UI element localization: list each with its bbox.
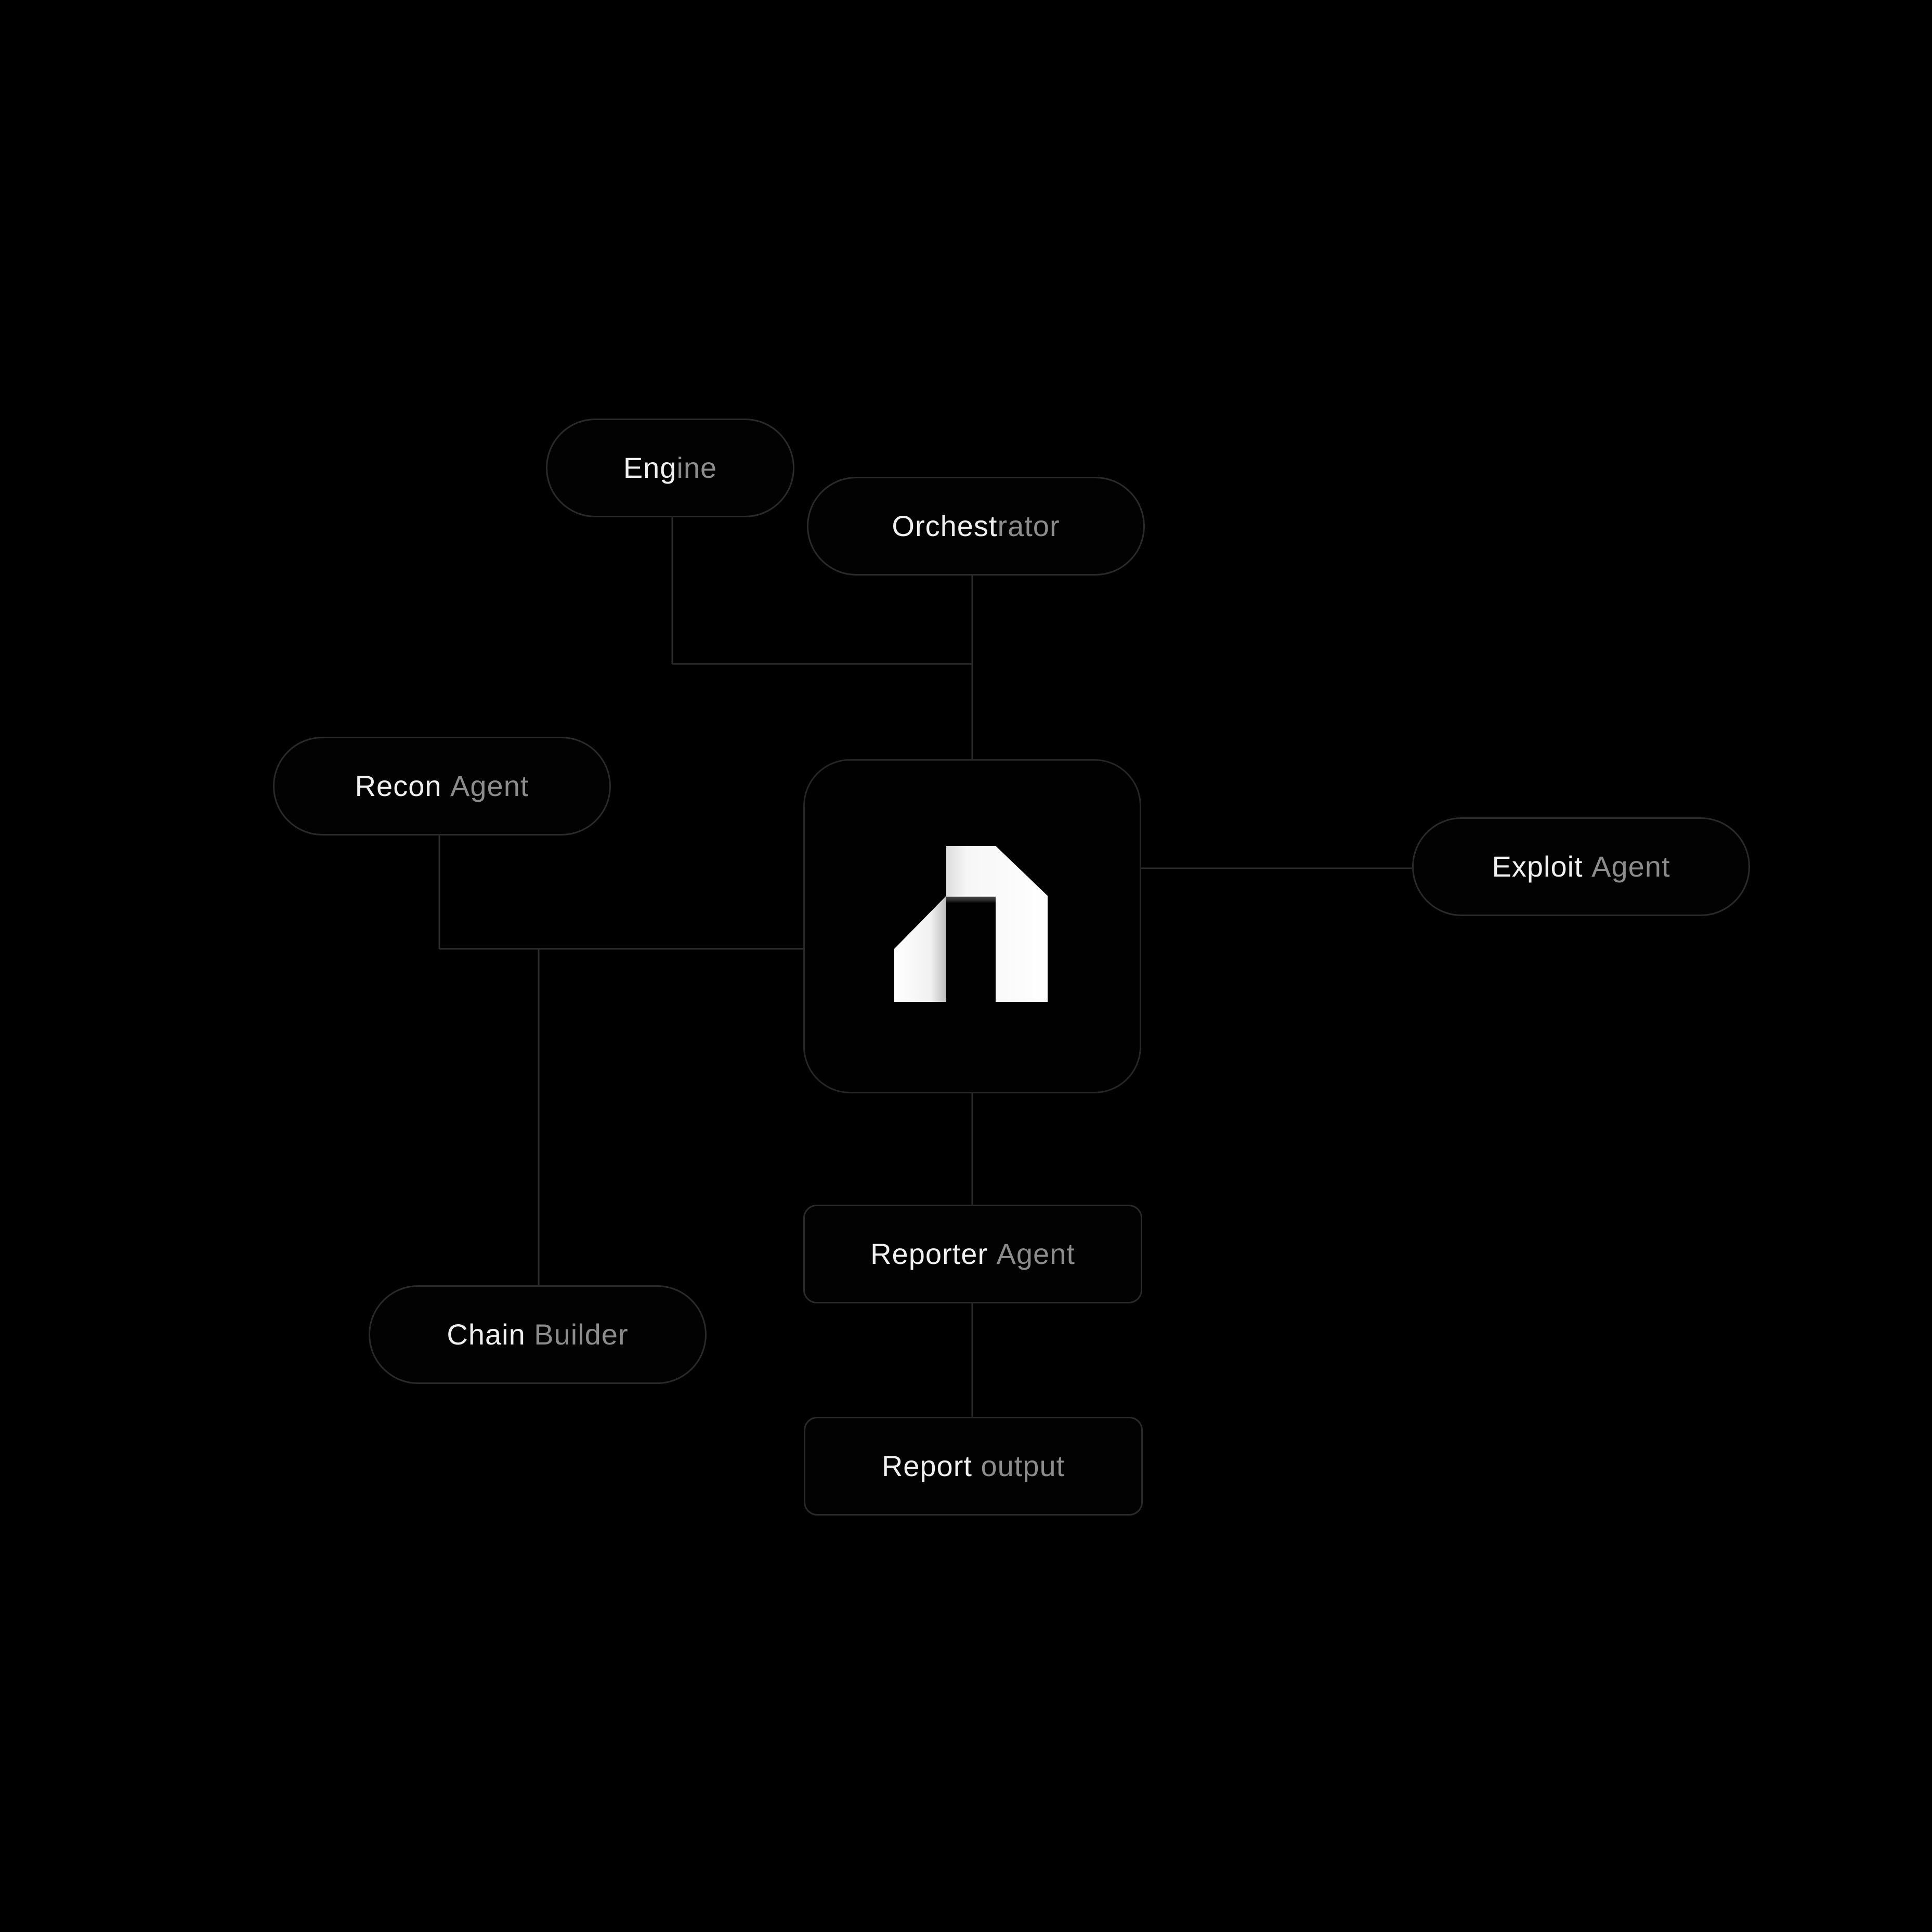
hub-node[interactable] [803, 759, 1141, 1093]
reporter-label-secondary: Agent [996, 1237, 1075, 1270]
engine-label-secondary: ine [676, 451, 717, 484]
orchestrator-label-primary: Orchest [892, 510, 998, 542]
recon-label-secondary: Agent [450, 769, 529, 802]
reporter-label-primary: Reporter [870, 1237, 988, 1270]
engine-label-primary: Eng [623, 451, 677, 484]
reporter-agent-node[interactable]: Reporter Agent [803, 1205, 1142, 1303]
report-output-node[interactable]: Report output [804, 1417, 1143, 1516]
exploit-label-primary: Exploit [1492, 850, 1583, 883]
chain-builder-node[interactable]: Chain Builder [369, 1285, 707, 1384]
report-output-label-primary: Report [881, 1450, 972, 1482]
recon-agent-node[interactable]: Recon Agent [273, 737, 611, 836]
orchestrator-label-secondary: rator [997, 510, 1060, 542]
recon-label-primary: Recon [355, 769, 442, 802]
exploit-label-secondary: Agent [1591, 850, 1670, 883]
chain-label-primary: Chain [447, 1318, 526, 1351]
exploit-agent-node[interactable]: Exploit Agent [1412, 817, 1750, 916]
brand-logo-icon [894, 846, 1048, 1002]
report-output-label-secondary: output [981, 1450, 1065, 1482]
chain-label-secondary: Builder [534, 1318, 629, 1351]
